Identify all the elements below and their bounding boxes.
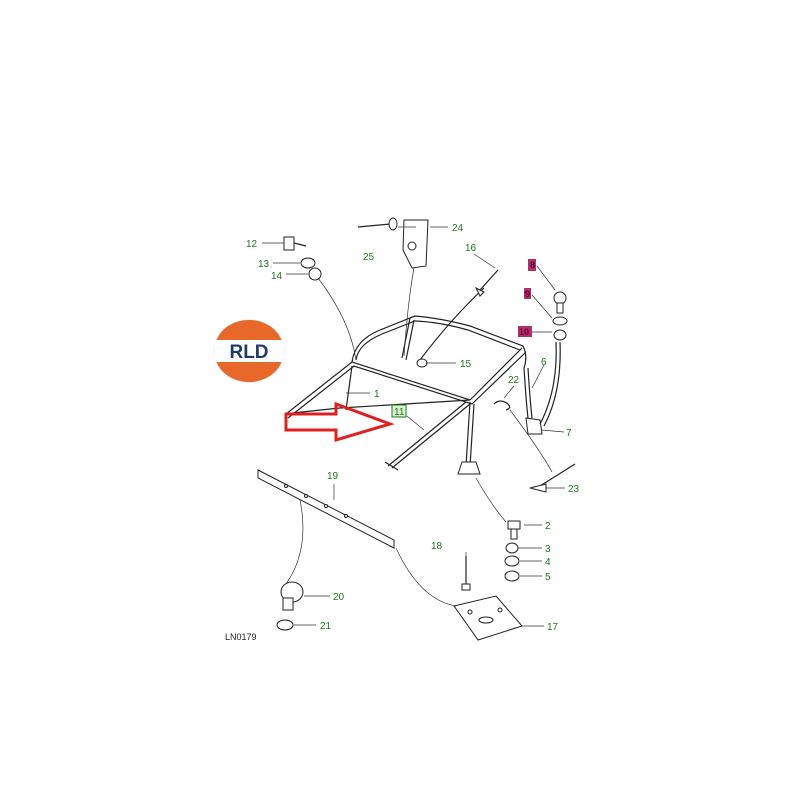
washer-4 [504, 555, 520, 567]
diagram-code: LN0179 [225, 632, 257, 642]
callout-17: 17 [547, 622, 559, 633]
rivet-25 [357, 217, 398, 231]
bracket-24 [402, 219, 429, 269]
red-arrow [284, 401, 395, 443]
callout-19: 19 [327, 471, 339, 482]
callout-11-box [391, 404, 407, 418]
callout-10: 10 [519, 327, 529, 337]
callout-12: 12 [246, 239, 258, 250]
leader-arc-22-23 [509, 409, 553, 473]
callout-11: 11 [394, 407, 405, 418]
callout-8: 8 [530, 260, 535, 270]
callout-6: 6 [541, 357, 547, 368]
leader-arc-19-17 [395, 547, 457, 607]
leader-arc-12-14 [317, 277, 357, 361]
washer-13 [300, 257, 316, 269]
callout-5: 5 [545, 572, 551, 583]
callout-21: 21 [320, 621, 332, 632]
callout-9: 9 [525, 289, 530, 299]
callout-3: 3 [545, 544, 551, 555]
callout-18: 18 [431, 541, 443, 552]
frame-assembly [285, 287, 561, 475]
leader-arc-24 [403, 267, 415, 357]
plate-17 [453, 595, 523, 641]
washer-3 [505, 542, 519, 554]
bolt-8 [553, 291, 567, 314]
callout-24: 24 [452, 223, 464, 234]
eye-bolt-20 [280, 581, 304, 611]
callout-4: 4 [545, 557, 551, 568]
callout-16: 16 [465, 243, 477, 254]
stud-18 [461, 556, 471, 591]
washer-9 [552, 316, 568, 326]
callout-2: 2 [545, 521, 551, 532]
callout-20: 20 [333, 592, 345, 603]
callout-8-box [528, 259, 536, 271]
callout-7: 7 [566, 428, 572, 439]
callout-14: 14 [271, 271, 283, 282]
callout-1: 1 [374, 389, 380, 400]
callout-leaders [262, 226, 565, 627]
fastener-16 [474, 269, 499, 297]
bolt-12 [283, 236, 307, 251]
logo-text: RLD [229, 342, 268, 363]
rld-logo: RLD [213, 319, 285, 383]
callout-9-box [524, 288, 531, 299]
nut-10 [553, 329, 567, 341]
nut-14 [308, 267, 322, 281]
callout-15: 15 [460, 359, 472, 370]
callout-13: 13 [258, 259, 270, 270]
callout-25: 25 [363, 252, 375, 263]
leader-arc-19-20 [285, 499, 304, 585]
callout-10-box [518, 326, 532, 337]
callout-22: 22 [508, 375, 520, 386]
callout-labels: 12 13 14 25 24 16 15 1 6 22 7 23 19 2 18… [246, 223, 580, 633]
leader-arc-2-5 [475, 477, 507, 523]
washer-21 [276, 619, 294, 631]
clip-22 [493, 400, 511, 411]
bolt-2 [507, 520, 521, 540]
callout-23: 23 [568, 484, 580, 495]
nut-5 [504, 570, 520, 582]
rail-19 [257, 469, 395, 549]
